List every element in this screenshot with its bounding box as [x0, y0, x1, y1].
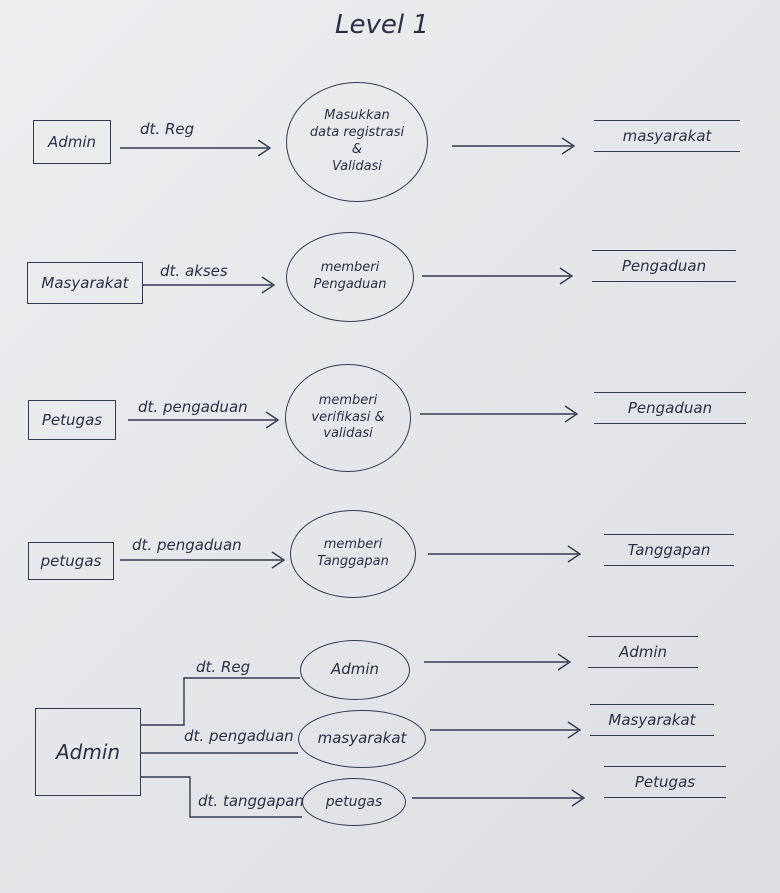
data-store: Pengaduan	[592, 250, 736, 282]
process-text: data registrasi	[309, 125, 405, 141]
flow-label: dt. tanggapan	[198, 792, 304, 810]
process-masyarakat: masyarakat	[298, 710, 426, 768]
process-text: memberi	[323, 537, 383, 553]
process-text: Validasi	[332, 158, 382, 174]
entity-masyarakat: Masyarakat	[27, 262, 143, 304]
flow-label: dt. pengaduan	[138, 398, 248, 416]
data-store: Petugas	[604, 766, 726, 798]
process-text: verifikasi &	[311, 409, 385, 425]
process-text: Tanggapan	[317, 554, 389, 569]
process-text: memberi	[318, 392, 378, 408]
flow-label: dt. pengaduan	[132, 536, 242, 554]
process-text: Pengaduan	[313, 277, 387, 292]
entity-petugas: petugas	[28, 542, 114, 580]
process-text: &	[351, 142, 363, 157]
flow-label: dt. Reg	[196, 658, 251, 676]
diagram-title: Level 1	[335, 10, 429, 40]
data-store: masyarakat	[594, 120, 740, 152]
process-petugas: petugas	[302, 778, 406, 826]
data-store: Admin	[588, 636, 698, 668]
data-store: Tanggapan	[604, 534, 734, 566]
process-pengaduan: memberi Pengaduan	[286, 232, 414, 322]
process-tanggapan: memberi Tanggapan	[290, 510, 416, 598]
process-admin: Admin	[300, 640, 410, 700]
entity-admin: Admin	[33, 120, 111, 164]
data-store: Pengaduan	[594, 392, 746, 424]
data-store: Masyarakat	[590, 704, 714, 736]
process-text: Masukkan	[324, 108, 390, 124]
flow-label: dt. akses	[160, 262, 228, 280]
flow-label: dt. Reg	[140, 120, 195, 138]
process-text: memberi	[320, 260, 380, 276]
process-verifikasi: memberi verifikasi & validasi	[285, 364, 411, 472]
entity-petugas: Petugas	[28, 400, 116, 440]
flow-label: dt. pengaduan	[184, 727, 294, 745]
process-registrasi: Masukkan data registrasi & Validasi	[286, 82, 428, 202]
entity-admin: Admin	[35, 708, 141, 796]
process-text: validasi	[323, 426, 373, 442]
